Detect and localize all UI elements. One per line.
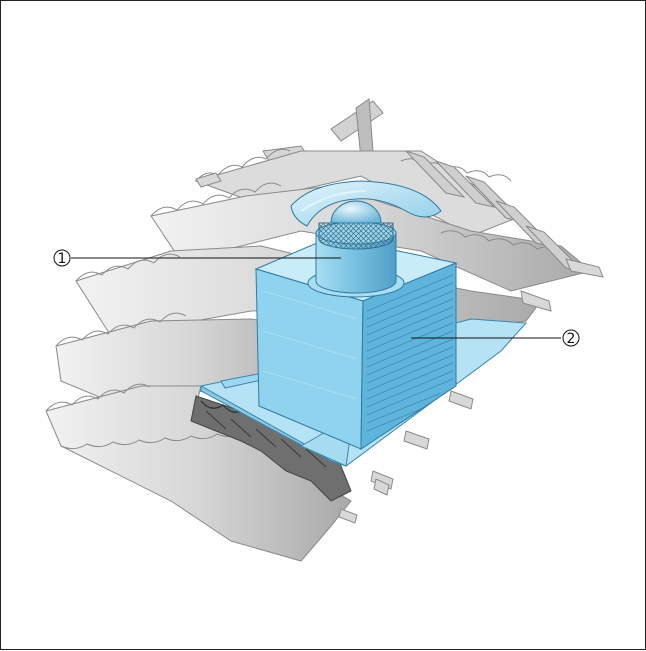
callout-2-circle: [562, 329, 580, 347]
tile-ribs-right: [405, 150, 586, 273]
battens: [195, 172, 604, 524]
vent-pipe: [290, 180, 442, 298]
callout-1-number: 1: [58, 251, 67, 267]
callout-2: 2: [411, 329, 580, 347]
callout-1-circle: [53, 249, 71, 267]
callout-2-number: 2: [567, 331, 576, 347]
callout-1: 1: [53, 249, 341, 267]
underlay: [190, 395, 352, 502]
louvers: [366, 274, 454, 432]
